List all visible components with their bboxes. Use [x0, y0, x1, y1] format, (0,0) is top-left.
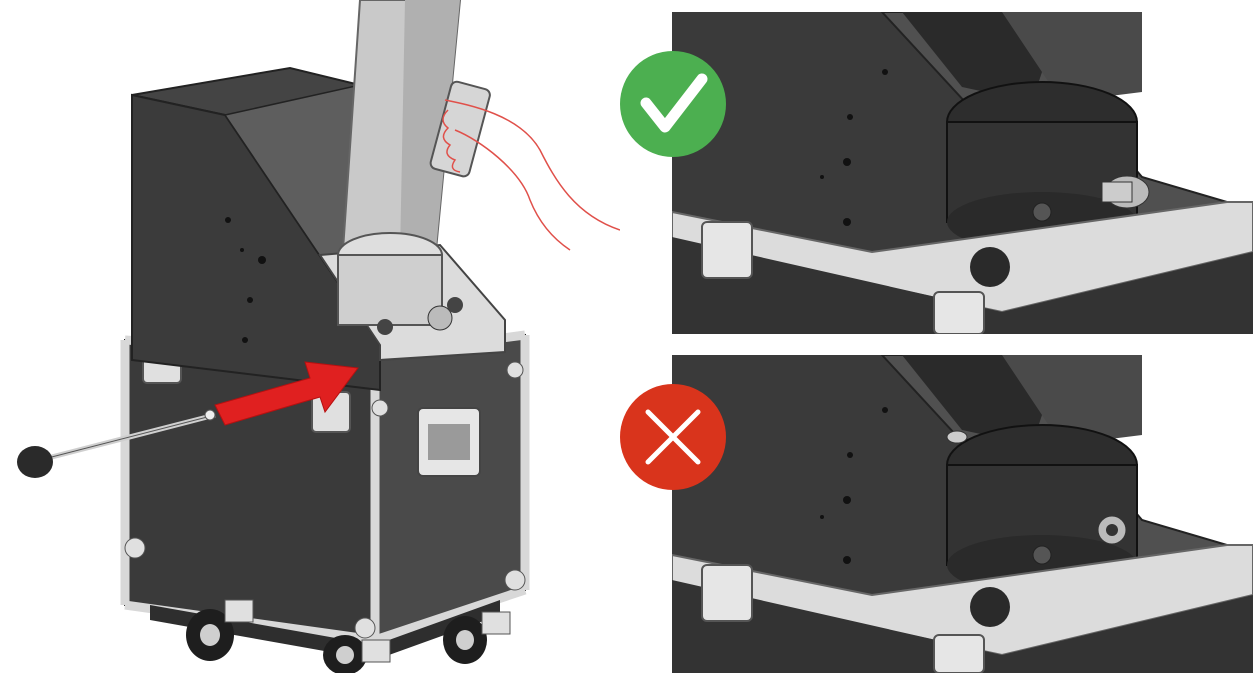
incorrect-example-panel — [672, 355, 1253, 673]
correct-closeup-drawing — [672, 12, 1253, 334]
main-assembly-drawing — [0, 0, 620, 673]
rod-knob-icon — [17, 446, 53, 478]
correct-badge — [620, 51, 726, 157]
rod-knob-icon — [970, 587, 1010, 627]
latch-icon — [702, 222, 752, 278]
correct-example-panel — [672, 12, 1253, 334]
hand-gripping-lever-icon — [429, 80, 620, 250]
incorrect-badge — [620, 384, 726, 490]
main-assembly-panel — [0, 0, 620, 673]
incorrect-closeup-drawing — [672, 355, 1253, 673]
latch-icon — [702, 565, 752, 621]
rod-knob-icon — [970, 247, 1010, 287]
